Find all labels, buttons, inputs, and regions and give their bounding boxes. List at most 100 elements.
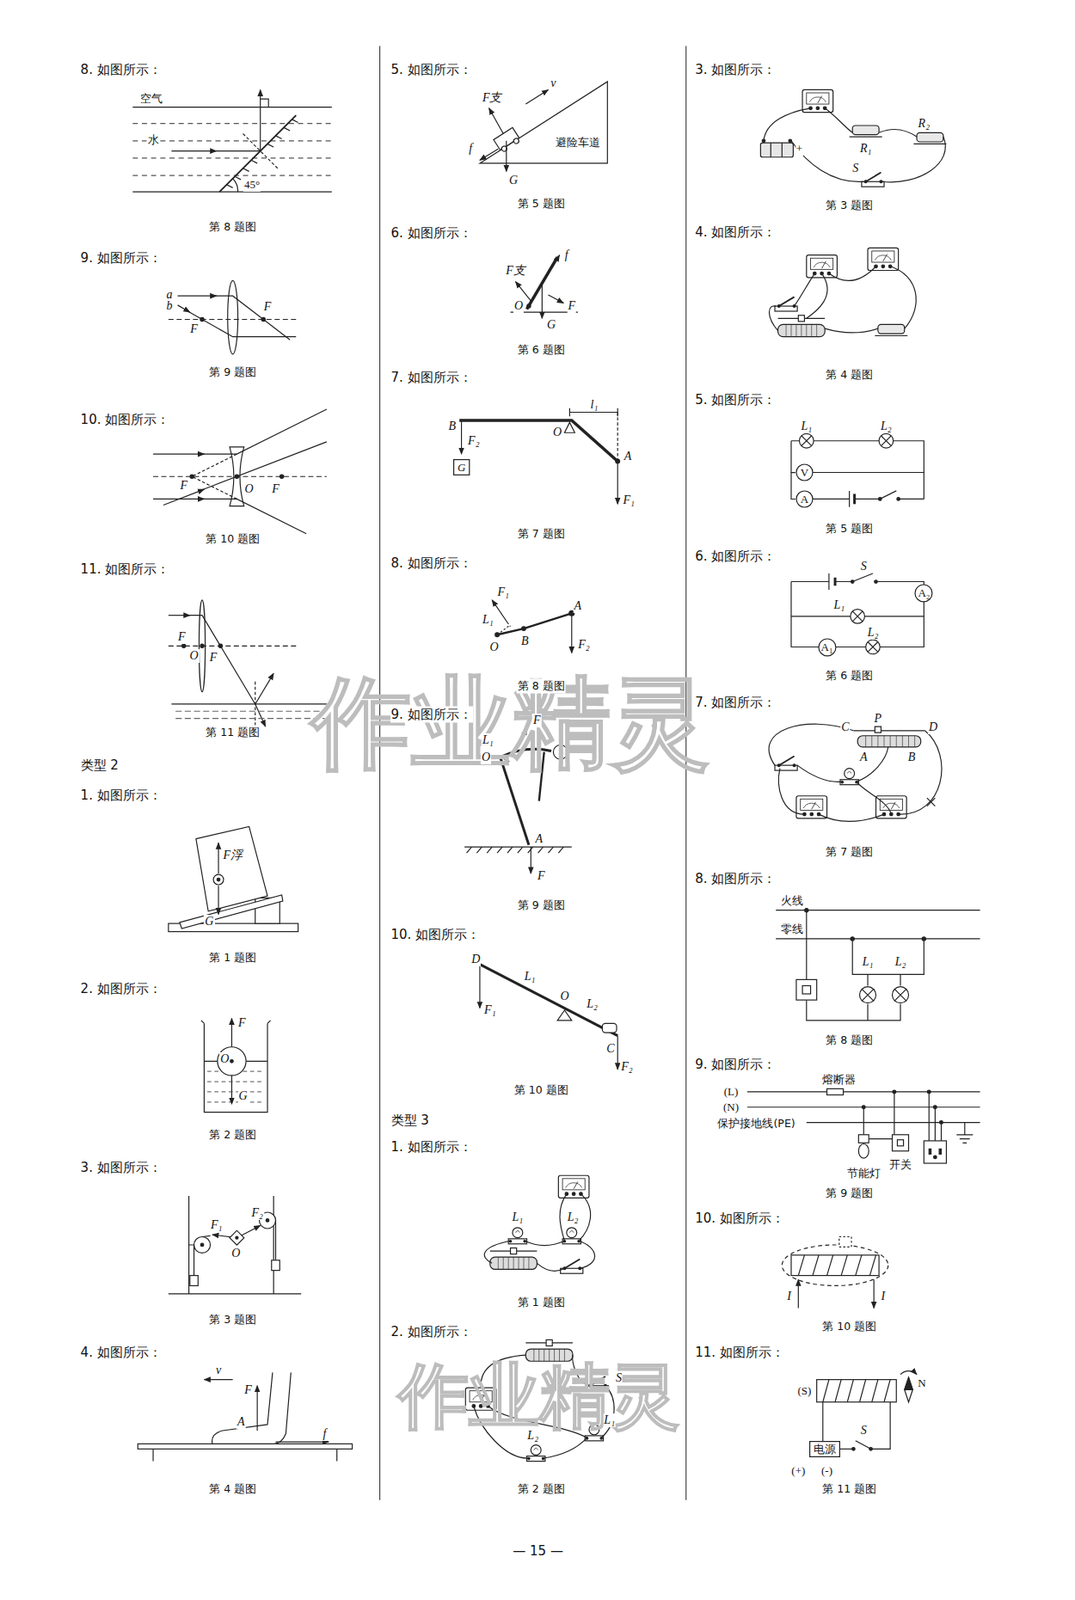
symbol-label: F支 <box>504 263 527 279</box>
path-drawing <box>855 1441 872 1450</box>
symbol-label: (S) <box>796 1384 812 1399</box>
use-drawing <box>866 639 881 655</box>
symbol-label: B <box>520 634 530 649</box>
circle-outline <box>818 638 836 657</box>
path-drawing <box>257 1386 258 1432</box>
path-drawing <box>852 939 924 987</box>
figure-caption: 第 3 题图 <box>824 197 874 213</box>
symbol-label: L₂ <box>566 1210 580 1225</box>
symbol-label: P <box>873 712 884 726</box>
path-drawing <box>904 1377 913 1390</box>
question-heading: 5. 如图所示： <box>390 61 473 78</box>
symbol-label: L₂ <box>526 1429 540 1444</box>
path-drawing <box>153 476 327 478</box>
question-heading: 4. 如图所示： <box>694 223 777 240</box>
symbol-label: F <box>567 299 578 314</box>
symbol-label: L₁ <box>481 613 495 627</box>
text-label: 空气 <box>139 92 164 107</box>
symbol-label: A <box>534 832 545 847</box>
path-drawing <box>497 626 510 636</box>
symbol-label: O <box>559 989 570 1004</box>
path-drawing <box>866 736 916 748</box>
symbol-label: b <box>165 299 174 314</box>
rect-drawing <box>928 1148 931 1155</box>
path-drawing <box>276 1441 330 1443</box>
symbol-label: F <box>270 482 281 497</box>
rect-drawing <box>857 736 922 748</box>
figure-caption: 第 5 题图 <box>516 196 566 212</box>
circle-drawing <box>265 1219 270 1223</box>
question-heading: 10. 如图所示： <box>390 927 482 944</box>
path-drawing <box>212 1372 292 1444</box>
circle-drawing <box>939 1121 944 1125</box>
use-drawing <box>840 768 859 786</box>
path-drawing <box>187 311 296 338</box>
circle-drawing <box>527 304 531 308</box>
circle-drawing <box>933 1105 937 1110</box>
path-drawing <box>191 476 237 499</box>
path-drawing <box>571 613 572 653</box>
path-drawing <box>928 1092 941 1142</box>
figure-caption: 第 7 题图 <box>824 845 874 860</box>
rect-drawing <box>791 1255 879 1277</box>
path-drawing <box>552 255 559 268</box>
path-drawing <box>191 454 237 477</box>
use-drawing <box>490 1248 538 1271</box>
path-drawing <box>828 573 830 590</box>
use-drawing <box>560 1259 584 1275</box>
ammeter-symbol: A₂ <box>914 583 934 603</box>
voltmeter-symbol: V <box>795 463 814 482</box>
circle-drawing <box>182 644 186 648</box>
symbol-label: L₁ <box>481 733 495 748</box>
use-drawing <box>562 1228 581 1245</box>
path-drawing <box>255 673 274 705</box>
rect-drawing <box>796 979 817 1001</box>
rect-drawing <box>923 1141 946 1164</box>
path-drawing <box>233 178 239 192</box>
rect-drawing <box>190 1276 198 1287</box>
path-drawing <box>202 498 307 534</box>
rect-drawing <box>896 1140 903 1147</box>
question-heading: 10. 如图所示： <box>694 1210 786 1228</box>
symbol-label: (-) <box>820 1464 834 1479</box>
node-text: G <box>457 461 466 473</box>
question-heading: 8. 如图所示： <box>79 61 163 78</box>
symbol-label: R₂ <box>917 116 931 131</box>
symbol-label: O <box>230 1247 241 1261</box>
symbol-label: (L) <box>723 1085 740 1100</box>
path-drawing <box>255 704 266 727</box>
question-heading: 类型 3 <box>390 1112 430 1130</box>
circle-drawing <box>892 987 910 1004</box>
rect-drawing <box>802 986 811 995</box>
figure-caption: 第 10 题图 <box>513 1082 570 1098</box>
question-heading: 2. 如图所示： <box>390 1324 473 1341</box>
symbol-label: G <box>203 915 215 929</box>
path-drawing <box>214 150 260 152</box>
question-heading: 5. 如图所示： <box>694 392 777 409</box>
path-drawing <box>217 885 219 915</box>
symbol-label: C <box>840 720 850 735</box>
rect-drawing <box>939 1148 941 1155</box>
symbol-label: F <box>263 300 273 314</box>
symbol-label: F <box>237 1016 247 1031</box>
path-drawing <box>207 1071 265 1103</box>
symbol-label: O <box>513 299 524 314</box>
symbol-label: L₁ <box>861 955 875 970</box>
box-outline <box>810 1442 841 1458</box>
figure-caption: 第 10 题图 <box>204 531 261 547</box>
symbol-label: N <box>916 1376 927 1391</box>
circle-drawing <box>213 874 224 885</box>
path-drawing <box>536 1263 565 1272</box>
use-drawing <box>796 796 828 819</box>
question-heading: 11. 如图所示： <box>694 1344 786 1361</box>
circle-drawing <box>218 644 222 648</box>
symbol-label: A <box>859 750 869 765</box>
path-drawing <box>806 1000 901 1021</box>
path-drawing <box>824 328 879 333</box>
path-drawing <box>871 1402 891 1450</box>
path-drawing <box>829 266 877 282</box>
path-drawing <box>505 141 507 172</box>
path-drawing <box>861 989 874 1002</box>
path-drawing <box>525 89 548 105</box>
